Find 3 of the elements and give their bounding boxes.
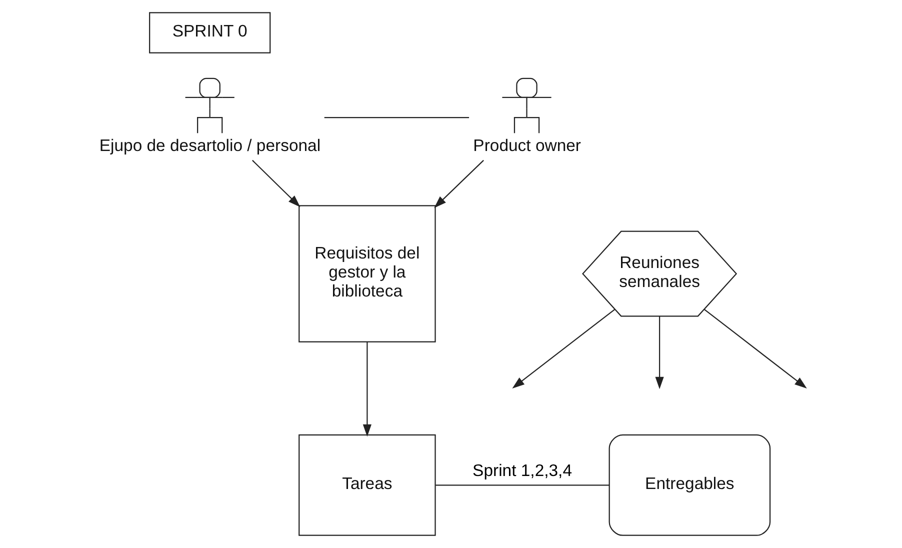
edge-label: Sprint 1,2,3,4 xyxy=(472,461,572,480)
node-label: Ejupo de desartolio / personal xyxy=(99,136,321,156)
node-label: Product owner xyxy=(473,136,582,156)
